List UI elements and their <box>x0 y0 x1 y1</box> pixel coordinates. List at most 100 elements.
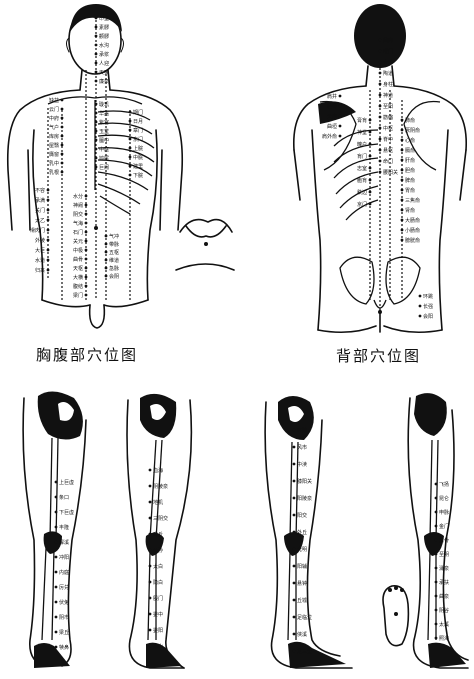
acupoint-marker <box>148 580 152 584</box>
acupoint-marker <box>84 194 88 198</box>
acupoint-label: 急脉 <box>109 265 119 272</box>
acupoint-label: 天宗 <box>327 113 337 120</box>
back-caption: 背部穴位图 <box>336 347 422 365</box>
acupoint-label: 胞肓 <box>357 177 367 184</box>
acupoint-label: 厉兑 <box>59 584 69 591</box>
acupoint-marker <box>418 314 422 318</box>
acupoint-marker <box>148 644 152 648</box>
acupoint-marker <box>46 208 50 212</box>
acupoint-label: 阳陵泉 <box>297 495 312 502</box>
acupoint-marker <box>84 266 88 270</box>
acupoint-marker <box>338 114 342 118</box>
acupoint-label: 梁门 <box>73 292 83 299</box>
acupoint-marker <box>60 125 64 129</box>
acupoint-marker <box>148 548 152 552</box>
acupoint-marker <box>94 52 98 56</box>
leg-figure-2 <box>126 393 193 669</box>
acupoint-label: 至阳 <box>383 103 393 110</box>
acupoint-label: 京骨 <box>439 537 449 544</box>
acupoint-label: 身柱 <box>383 81 393 88</box>
acupoint-label: 神道 <box>383 92 393 99</box>
acupoint-marker <box>338 134 342 138</box>
acupoint-label: 委中 <box>153 611 163 618</box>
acupoint-label: 印堂 <box>99 15 109 22</box>
acupoint-marker <box>418 294 422 298</box>
acupoint-marker <box>434 496 438 500</box>
acupoint-label: 至阴 <box>439 551 449 558</box>
acupoint-marker <box>46 198 50 202</box>
acupoint-marker <box>84 221 88 225</box>
acupoint-label: 水沟 <box>99 42 109 49</box>
acupoint-marker <box>368 118 372 122</box>
acupoint-marker <box>292 462 296 466</box>
acupoint-label: 屋翳 <box>49 142 59 149</box>
acupoint-marker <box>128 173 132 177</box>
acupoint-label: 魄户 <box>357 141 367 148</box>
acupoint-marker <box>54 525 58 529</box>
acupoint-label: 冲阳 <box>59 554 69 561</box>
acupoint-label: 风府 <box>383 37 393 44</box>
acupoint-marker <box>368 166 372 170</box>
acupoint-marker <box>292 445 296 449</box>
acupoint-label: 脊中 <box>383 136 393 143</box>
acupoint-label: 肓门 <box>357 153 367 160</box>
acupoint-marker <box>378 82 382 86</box>
acupoint-marker <box>292 564 296 568</box>
acupoint-marker <box>54 510 58 514</box>
acupoint-marker <box>292 598 296 602</box>
acupoint-label: 五枢 <box>109 249 119 256</box>
acupoint-marker <box>434 636 438 640</box>
acupoint-marker <box>84 248 88 252</box>
acupoint-label: 天枢 <box>73 265 83 272</box>
acupoint-marker <box>434 566 438 570</box>
acupoint-marker <box>84 257 88 261</box>
acupoint-label: 照海 <box>439 635 449 642</box>
acupoint-label: 大巨 <box>35 247 45 254</box>
acupoint-marker <box>128 155 132 159</box>
acupoint-label: 肩外俞 <box>322 133 337 140</box>
acupoint-label: 中枢 <box>383 125 393 132</box>
acupoint-marker <box>378 38 382 42</box>
perineum-figure <box>175 218 235 271</box>
acupoint-label: 地机 <box>153 499 163 506</box>
acupoint-marker <box>378 170 382 174</box>
acupoint-label: 膻中 <box>99 137 109 144</box>
acupoint-marker <box>434 482 438 486</box>
acupoint-marker <box>368 142 372 146</box>
acupoint-marker <box>94 16 98 20</box>
acupoint-label: 京门 <box>133 136 143 143</box>
acupoint-label: 会阳 <box>423 313 433 320</box>
acupoint-marker <box>104 234 108 238</box>
acupoint-marker <box>400 218 404 222</box>
acupoint-marker <box>292 547 296 551</box>
acupoint-marker <box>434 524 438 528</box>
acupoint-marker <box>94 70 98 74</box>
acupoint-marker <box>378 60 382 64</box>
acupoint-label: 昆仑 <box>439 495 449 502</box>
acupoint-marker <box>292 632 296 636</box>
acupoint-marker <box>94 61 98 65</box>
acupoint-label: 太乙 <box>35 217 45 224</box>
acupoint-label: 小肠俞 <box>405 227 420 234</box>
acupoint-label: 不容 <box>35 187 45 194</box>
acupoint-marker <box>94 102 98 106</box>
acupoint-marker <box>148 564 152 568</box>
acupoint-label: 曲骨 <box>73 256 83 263</box>
acupoint-label: 承浆 <box>99 51 109 58</box>
acupoint-label: 气海 <box>73 220 83 227</box>
acupoint-label: 下巨虚 <box>59 509 74 516</box>
acupoint-label: 腹结 <box>73 283 83 290</box>
acupoint-marker <box>46 228 50 232</box>
acupoint-marker <box>148 468 152 472</box>
acupoint-label: 外丘 <box>297 529 307 536</box>
acupoint-label: 悬枢 <box>383 147 393 154</box>
acupoint-marker <box>368 190 372 194</box>
acupoint-label: 乳根 <box>49 169 59 176</box>
acupoint-marker <box>400 128 404 132</box>
acupoint-label: 会阴 <box>109 273 119 280</box>
acupoint-marker <box>368 130 372 134</box>
acupoint-label: 章门 <box>133 127 143 134</box>
back-acupoint-layer: 风府哑门大椎陶道身柱神道至阳筋缩中枢脊中悬枢命门腰阳关肩井巨骨天宗曲垣肩外俞肺俞… <box>322 37 433 320</box>
acupoint-label: 期门 <box>133 109 143 116</box>
